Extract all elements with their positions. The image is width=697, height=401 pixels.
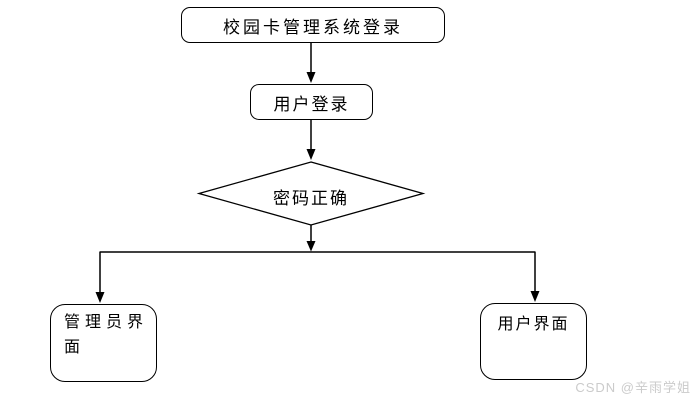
node-admin-interface: 管理员界面 <box>50 304 157 382</box>
arrow-branch-to-admin-head <box>95 292 105 303</box>
arrow-branch-to-user-head <box>530 291 540 302</box>
arrow-login-to-decision-head <box>306 149 316 160</box>
node-admin-interface-label: 管理员界面 <box>64 314 149 356</box>
node-user-login: 用户登录 <box>250 84 373 120</box>
node-system-login-label: 校园卡管理系统登录 <box>223 17 403 37</box>
arrow-decision-to-branch-head <box>306 241 316 252</box>
watermark-text: CSDN @辛雨学姐 <box>575 380 691 395</box>
arrow-start-to-login-head <box>306 72 316 83</box>
node-user-interface-label: 用户界面 <box>497 316 570 333</box>
node-user-login-label: 用户登录 <box>273 94 350 114</box>
node-system-login: 校园卡管理系统登录 <box>181 7 445 43</box>
node-user-interface: 用户界面 <box>480 303 587 380</box>
node-password-check-label: 密码正确 <box>273 189 349 208</box>
